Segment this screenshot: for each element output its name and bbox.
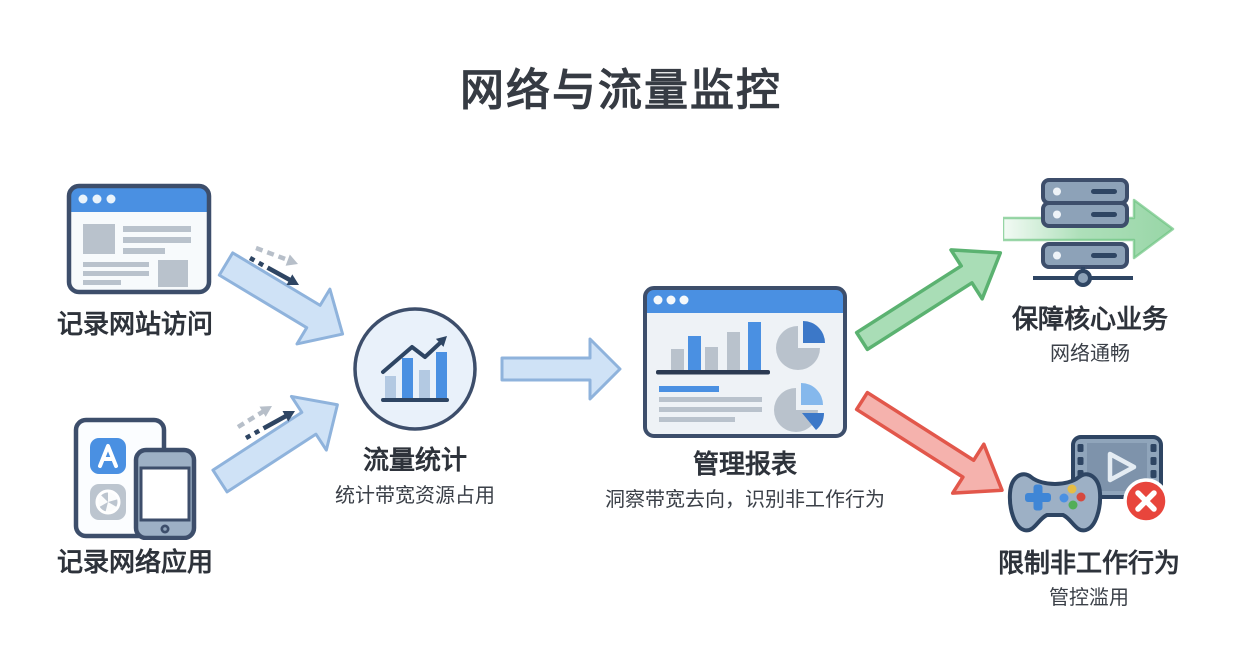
report-pie-chart-bottom — [774, 383, 824, 432]
report-bar-chart — [656, 322, 770, 375]
report-pie-chart-top — [776, 321, 825, 370]
diagram-title: 网络与流量监控 — [460, 66, 782, 115]
core-business-label: 保障核心业务 — [1011, 304, 1168, 334]
browser-window-icon — [66, 183, 212, 295]
report-dashboard-icon — [642, 285, 848, 439]
report-text-lines — [659, 386, 762, 422]
dashed-arrow-gray-top-icon — [255, 245, 298, 266]
tablet-phone-apps-icon — [72, 416, 200, 540]
arrow-apps-to-stats — [211, 394, 339, 494]
blocked-close-icon — [1123, 478, 1169, 524]
network-link — [1033, 267, 1133, 287]
report-subtitle: 洞察带宽去向，识别非工作行为 — [605, 489, 885, 511]
play-icon — [1107, 451, 1137, 483]
shutter-app-icon — [90, 484, 126, 520]
arrow-report-to-restrict — [854, 390, 1004, 495]
server-unit — [1041, 201, 1129, 228]
bar-chart-trend-circle-icon — [351, 305, 479, 433]
report-label: 管理报表 — [692, 449, 797, 479]
dashed-arrow-navy-top-icon — [248, 256, 299, 285]
traffic-stats-label: 流量统计 — [362, 445, 467, 475]
server-unit — [1041, 242, 1129, 269]
gamepad-video-blocked-icon — [998, 428, 1183, 543]
app-store-icon — [90, 438, 126, 474]
arrow-report-to-server — [854, 248, 1003, 352]
dashed-arrow-navy-bottom-icon — [244, 411, 295, 440]
phone-icon — [133, 447, 197, 540]
arrow-web-to-stats — [217, 251, 345, 346]
passthrough-green-arrow — [1003, 198, 1175, 260]
dashed-arrow-gray-bottom-icon — [236, 406, 272, 429]
traffic-stats-subtitle: 统计带宽资源占用 — [335, 485, 495, 507]
restrict-label: 限制非工作行为 — [997, 548, 1180, 578]
server-unit — [1041, 178, 1129, 205]
core-business-subtitle: 网络通畅 — [1050, 343, 1130, 365]
gamepad-icon — [1007, 472, 1103, 533]
arrow-stats-to-report — [500, 337, 622, 401]
dpad-icon — [1025, 484, 1051, 511]
server-stack-icon — [1003, 172, 1178, 290]
restrict-subtitle: 管控滥用 — [1049, 587, 1129, 609]
record-apps-label: 记录网络应用 — [56, 547, 213, 577]
record-web-label: 记录网站访问 — [56, 309, 213, 339]
